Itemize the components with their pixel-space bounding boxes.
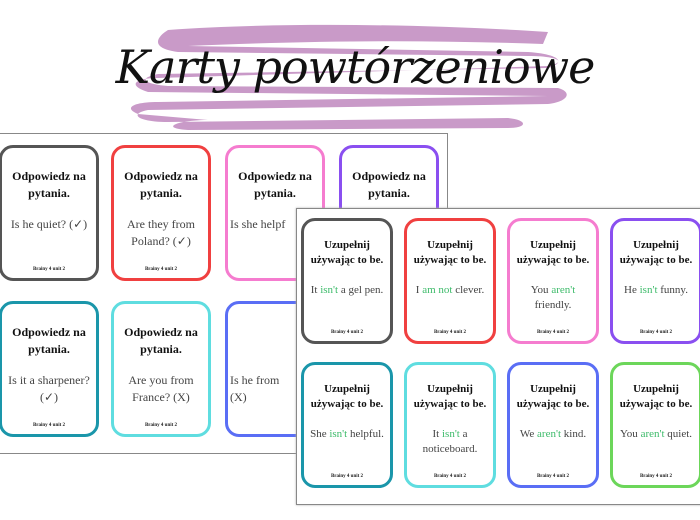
card-header: Odpowiedz na pytania. (352, 169, 426, 200)
card-header: Odpowiedz na pytania. (124, 169, 198, 200)
card-header: Uzupełnij używając to be. (516, 383, 590, 410)
sentence-start: He (624, 284, 640, 296)
sentence-start: I (415, 284, 423, 296)
card-header: Uzupełnij używając to be. (310, 383, 384, 410)
sentence-start: It (432, 428, 442, 440)
card-header: Odpowiedz na pytania. (12, 325, 86, 356)
flashcard: Uzupełnij używając to be. I am not clever… (404, 218, 496, 344)
card-footer: Brainy 4 unit 2 (32, 423, 66, 428)
highlighted-verb: isn't (639, 284, 658, 296)
card-header: Uzupełnij używając to be. (310, 239, 384, 266)
card-footer: Brainy 4 unit 2 (536, 474, 570, 479)
card-question: Are they from Poland? (✓) (127, 217, 195, 248)
fill-in-to-be-sheet: Uzupełnij używając to be. It isn't a gel … (296, 208, 700, 505)
highlighted-verb: aren't (551, 284, 576, 296)
flashcard: Uzupełnij używając to be. You aren't quie… (610, 362, 700, 488)
card-question: Are you from France? (X) (128, 373, 194, 404)
flashcard: Uzupełnij używając to be. He isn't funny.… (610, 218, 700, 344)
card-sentence: You aren't quiet. (613, 427, 699, 442)
sentence-start: You (619, 428, 641, 440)
sentence-end: quiet. (664, 428, 693, 440)
sentence-end: friendly. (534, 299, 572, 311)
highlighted-verb: isn't (329, 428, 348, 440)
flashcard: Uzupełnij używając to be. You aren't frie… (507, 218, 599, 344)
flashcard: Uzupełnij używając to be. It isn't a gel … (301, 218, 393, 344)
flashcard: Odpowiedz na pytania. Are you from France… (111, 301, 211, 437)
card-footer: Brainy 4 unit 2 (536, 330, 570, 335)
card-footer: Brainy 4 unit 2 (639, 330, 673, 335)
flashcard: Uzupełnij używając to be. She isn't helpf… (301, 362, 393, 488)
card-sentence: You aren't friendly. (510, 283, 596, 313)
sentence-end: a noticeboard. (422, 428, 478, 455)
card-header: Odpowiedz na pytania. (124, 325, 198, 356)
card-sentence: It isn't a noticeboard. (407, 427, 493, 457)
card-header: Uzupełnij używając to be. (619, 239, 693, 266)
card-question: Is he from (X) (230, 373, 280, 404)
sentence-end: helpful. (347, 428, 384, 440)
sentence-end: a gel pen. (338, 284, 384, 296)
highlighted-verb: aren't (640, 428, 665, 440)
card-footer: Brainy 4 unit 2 (144, 423, 178, 428)
card-footer: Brainy 4 unit 2 (433, 330, 467, 335)
highlighted-verb: isn't (441, 428, 460, 440)
highlighted-verb: isn't (320, 284, 339, 296)
flashcard: Odpowiedz na pytania. Is it a sharpener? … (0, 301, 99, 437)
card-sentence: We aren't kind. (510, 427, 596, 442)
card-footer: Brainy 4 unit 2 (144, 267, 178, 272)
card-footer: Brainy 4 unit 2 (32, 267, 66, 272)
flashcard: Uzupełnij używając to be. We aren't kind.… (507, 362, 599, 488)
highlighted-verb: am not (422, 284, 453, 296)
sentence-end: funny. (657, 284, 688, 296)
card-footer: Brainy 4 unit 2 (330, 474, 364, 479)
card-question: Is it a sharpener? (✓) (8, 373, 90, 404)
card-sentence: He isn't funny. (613, 283, 699, 298)
card-sentence: I am not clever. (407, 283, 493, 298)
sentence-end: clever. (452, 284, 485, 296)
card-header: Odpowiedz na pytania. (238, 169, 312, 200)
card-sentence: It isn't a gel pen. (304, 283, 390, 298)
sentence-start: It (310, 284, 321, 296)
card-footer: Brainy 4 unit 2 (639, 474, 673, 479)
flashcard: Odpowiedz na pytania. Is he quiet? (✓) Bra… (0, 145, 99, 281)
card-header: Odpowiedz na pytania. (12, 169, 86, 200)
card-header: Uzupełnij używając to be. (413, 383, 487, 410)
card-header: Uzupełnij używając to be. (516, 239, 590, 266)
card-header: Uzupełnij używając to be. (619, 383, 693, 410)
flashcard: Uzupełnij używając to be. It isn't a noti… (404, 362, 496, 488)
card-header: Uzupełnij używając to be. (413, 239, 487, 266)
card-question: Is he quiet? (✓) (10, 217, 88, 231)
card-question: Is she helpf (230, 217, 286, 231)
brush-banner (130, 24, 567, 130)
page-title: Karty powtórzeniowe (115, 40, 596, 94)
sentence-start: She (310, 428, 330, 440)
card-sentence: She isn't helpful. (304, 427, 390, 442)
sentence-start: We (519, 428, 538, 440)
sentence-start: You (530, 284, 552, 296)
flashcard: Odpowiedz na pytania. Are they from Polan… (111, 145, 211, 281)
card-footer: Brainy 4 unit 2 (330, 330, 364, 335)
highlighted-verb: aren't (537, 428, 562, 440)
card-footer: Brainy 4 unit 2 (433, 474, 467, 479)
sentence-end: kind. (561, 428, 587, 440)
